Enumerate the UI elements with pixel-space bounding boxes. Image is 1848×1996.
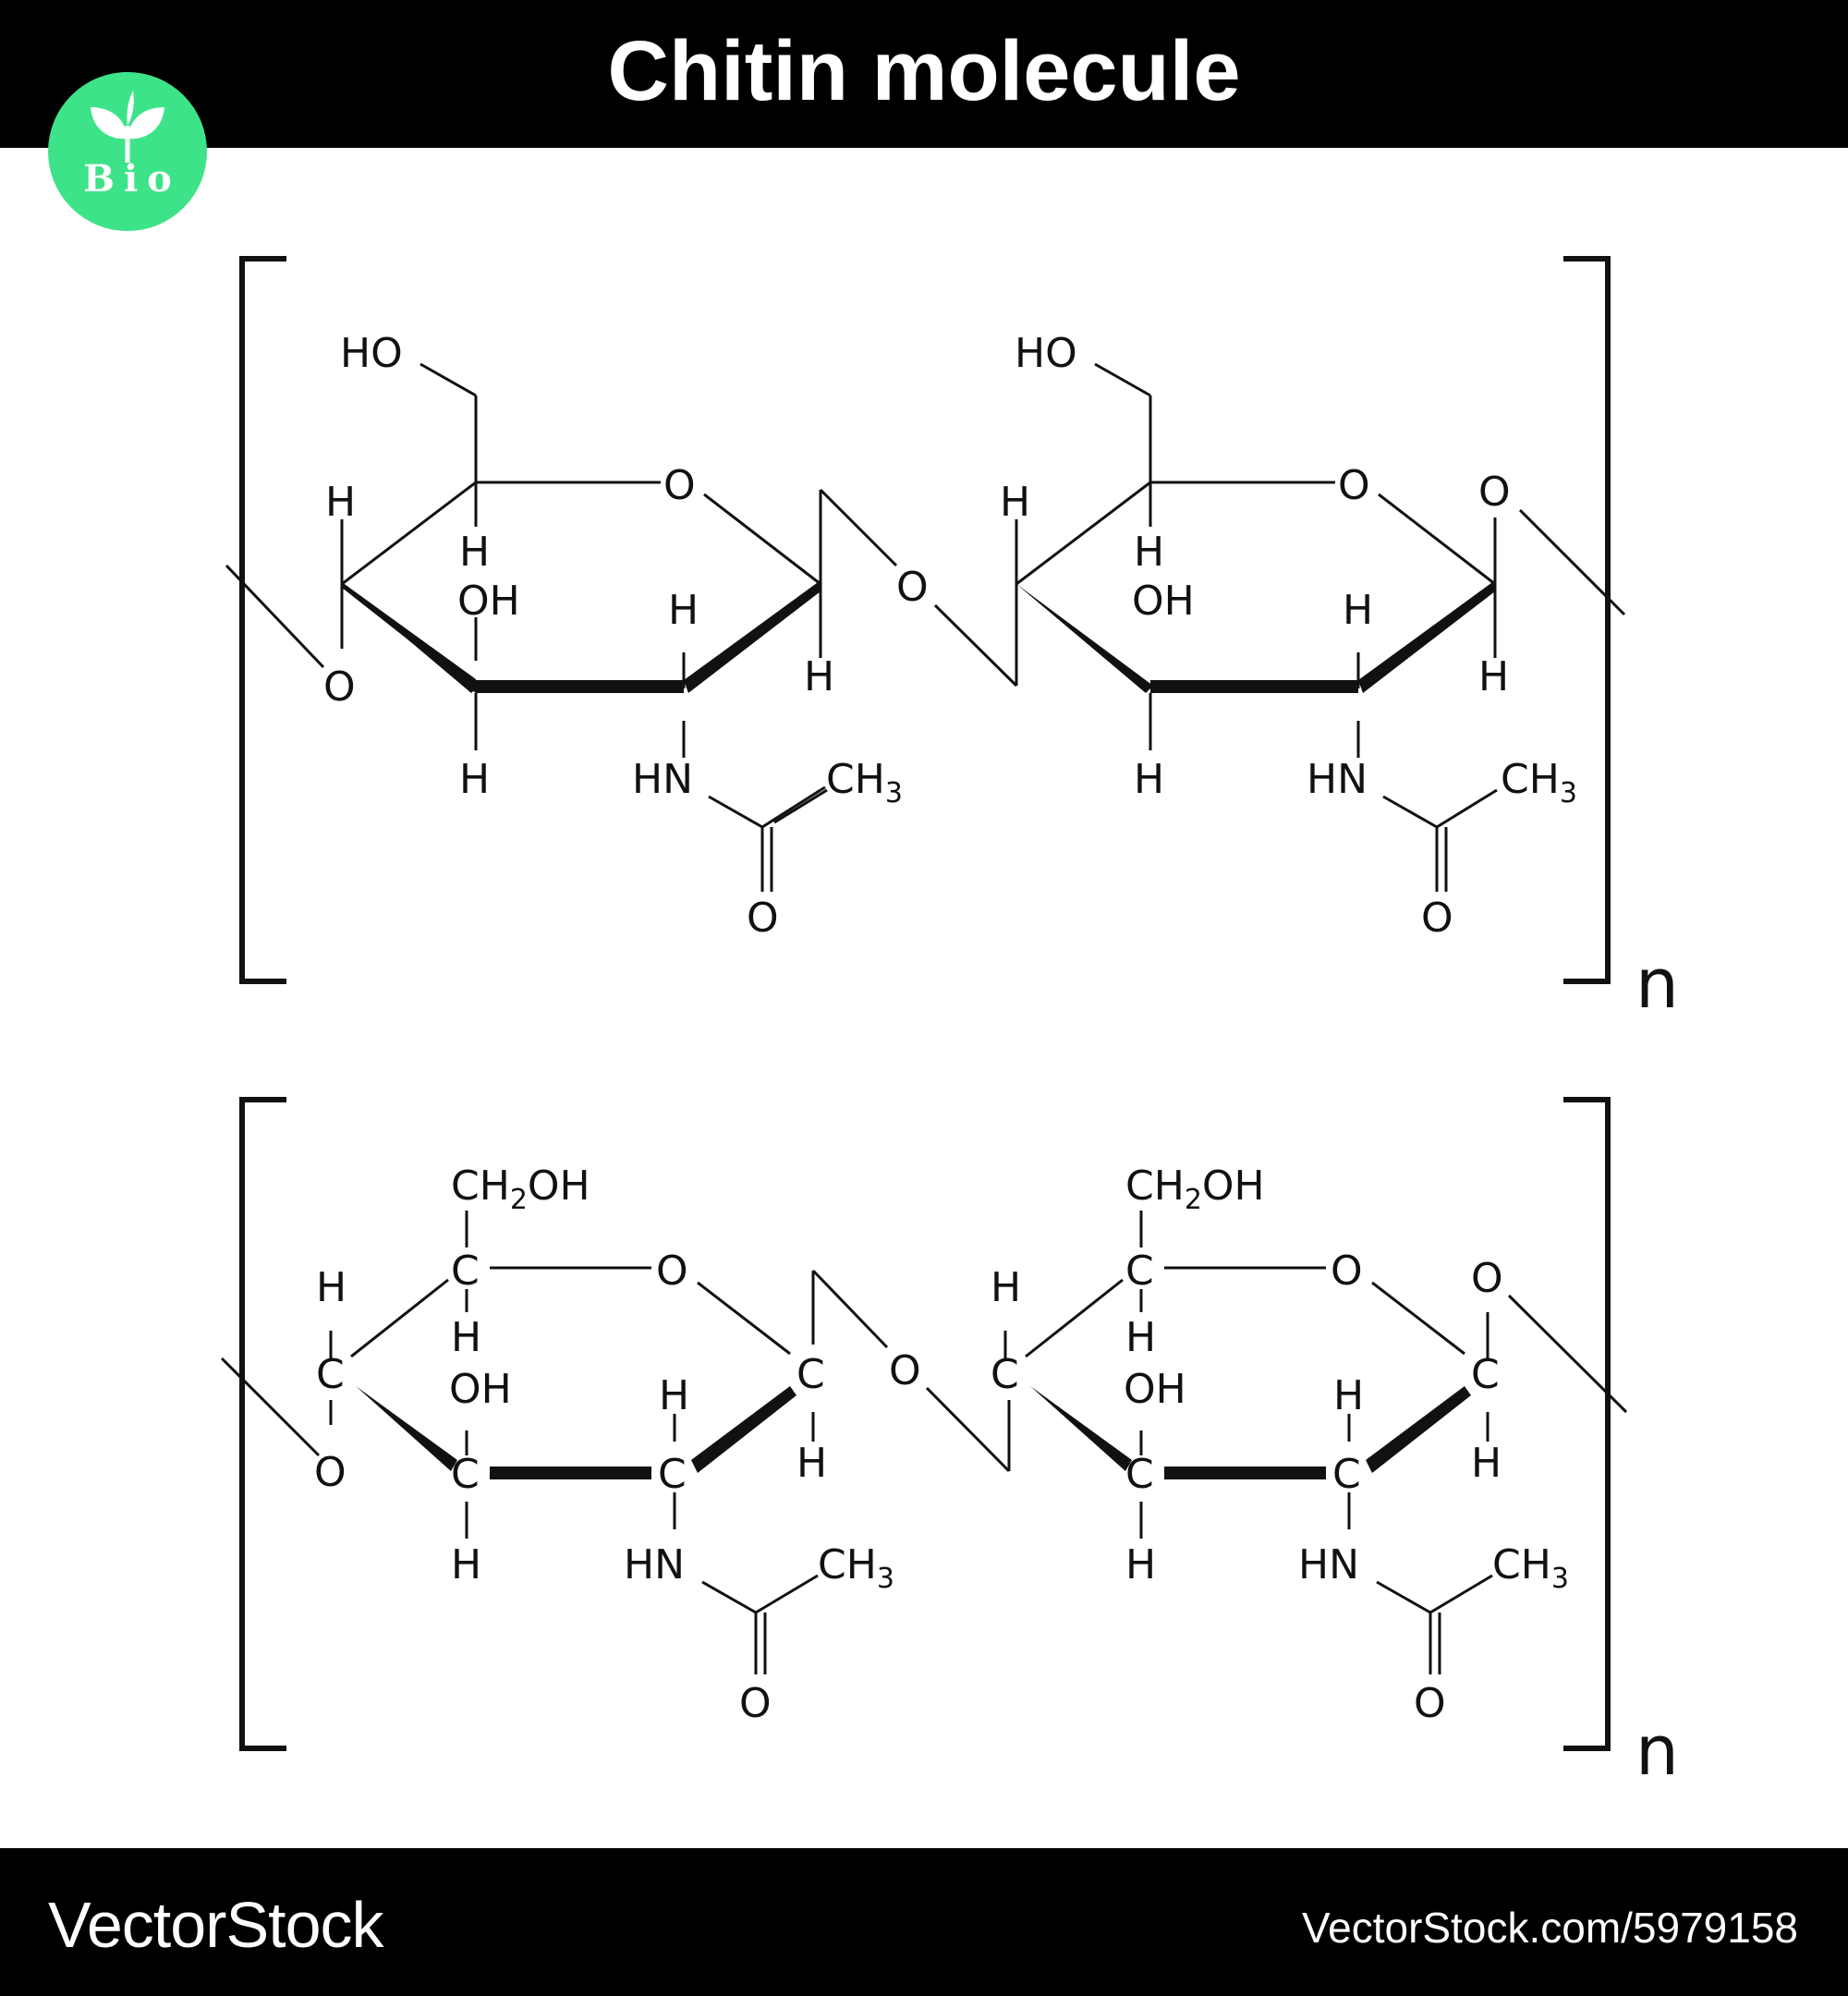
svg-text:H: H <box>659 1372 689 1419</box>
header-bar <box>0 0 1848 148</box>
svg-text:H: H <box>459 756 490 803</box>
svg-text:C: C <box>316 1351 345 1398</box>
svg-text:C: C <box>658 1451 687 1498</box>
svg-text:O: O <box>896 564 929 611</box>
top-bold-bonds <box>342 580 1495 693</box>
svg-text:H: H <box>796 1440 827 1487</box>
svg-text:HN: HN <box>624 1541 685 1588</box>
svg-text:H: H <box>804 653 834 700</box>
svg-text:H: H <box>451 1541 481 1588</box>
svg-text:OH: OH <box>449 1366 512 1413</box>
svg-text:O: O <box>1471 1255 1503 1302</box>
svg-text:HO: HO <box>340 330 403 377</box>
svg-text:C: C <box>1125 1248 1154 1295</box>
bottom-atom-labels: CH2OH C O H H C OH H C H O C C H HN CH3 … <box>314 1162 1569 1727</box>
svg-text:H: H <box>1125 1314 1156 1361</box>
svg-text:CH2OH: CH2OH <box>451 1162 590 1216</box>
badge-label: Bio <box>83 157 181 201</box>
svg-text:H: H <box>1333 1372 1364 1419</box>
svg-text:H: H <box>459 529 490 576</box>
svg-text:CH2OH: CH2OH <box>1125 1162 1265 1216</box>
svg-text:O: O <box>1414 1680 1446 1727</box>
svg-text:CH3: CH3 <box>1492 1541 1569 1595</box>
bottom-left-bracket <box>239 1097 286 1751</box>
svg-text:H: H <box>1471 1440 1502 1487</box>
top-structure <box>225 256 1626 984</box>
bottom-repeat-index: n <box>1635 1711 1679 1791</box>
svg-text:O: O <box>739 1680 772 1727</box>
svg-text:O: O <box>1338 462 1370 509</box>
svg-text:HO: HO <box>1015 330 1077 377</box>
svg-text:H: H <box>325 479 356 526</box>
svg-text:O: O <box>663 462 696 509</box>
svg-text:O: O <box>1478 469 1511 516</box>
svg-text:H: H <box>1125 1541 1156 1588</box>
bottom-structure <box>220 1097 1628 1751</box>
svg-text:HN: HN <box>632 756 693 803</box>
svg-text:C: C <box>1125 1451 1154 1498</box>
svg-text:CH3: CH3 <box>818 1541 894 1595</box>
leaf-sprout-icon <box>91 91 164 164</box>
top-atom-labels: HO O H H OH H H O H HN CH3 O O HO O H H … <box>323 330 1577 942</box>
bio-badge: Bio <box>48 72 207 231</box>
svg-text:H: H <box>991 1264 1021 1311</box>
footer-bar <box>0 1848 1848 1996</box>
svg-text:OH: OH <box>457 578 520 625</box>
svg-text:O: O <box>1331 1248 1363 1295</box>
bottom-bold-bonds <box>356 1386 1471 1479</box>
bottom-right-bracket <box>1563 1097 1611 1751</box>
svg-text:C: C <box>1471 1351 1500 1398</box>
svg-text:H: H <box>316 1264 346 1311</box>
svg-text:CH3: CH3 <box>826 756 903 809</box>
svg-text:H: H <box>1134 529 1164 576</box>
svg-text:O: O <box>656 1248 688 1295</box>
top-left-bracket <box>239 256 286 984</box>
svg-text:O: O <box>314 1449 346 1496</box>
svg-text:OH: OH <box>1124 1366 1186 1413</box>
top-right-bracket <box>1563 256 1611 984</box>
svg-text:H: H <box>668 587 699 634</box>
svg-text:O: O <box>747 895 779 942</box>
svg-text:H: H <box>1478 653 1509 700</box>
svg-text:C: C <box>451 1451 480 1498</box>
svg-text:H: H <box>451 1314 481 1361</box>
svg-text:OH: OH <box>1132 578 1195 625</box>
svg-text:C: C <box>1332 1451 1361 1498</box>
svg-text:H: H <box>1000 479 1030 526</box>
top-repeat-index: n <box>1635 944 1679 1024</box>
page-title: Chitin molecule <box>607 24 1241 118</box>
svg-text:O: O <box>323 663 356 711</box>
svg-text:CH3: CH3 <box>1501 756 1577 809</box>
svg-text:O: O <box>1421 895 1453 942</box>
svg-text:C: C <box>451 1248 480 1295</box>
svg-text:C: C <box>991 1351 1019 1398</box>
svg-text:H: H <box>1134 756 1164 803</box>
source-url: VectorStock.com/5979158 <box>1302 1904 1798 1952</box>
brand-logo: VectorStock <box>48 1889 384 1961</box>
svg-text:H: H <box>1343 587 1373 634</box>
svg-text:HN: HN <box>1307 756 1368 803</box>
svg-text:HN: HN <box>1298 1541 1359 1588</box>
svg-text:C: C <box>796 1351 825 1398</box>
svg-text:O: O <box>889 1347 921 1394</box>
